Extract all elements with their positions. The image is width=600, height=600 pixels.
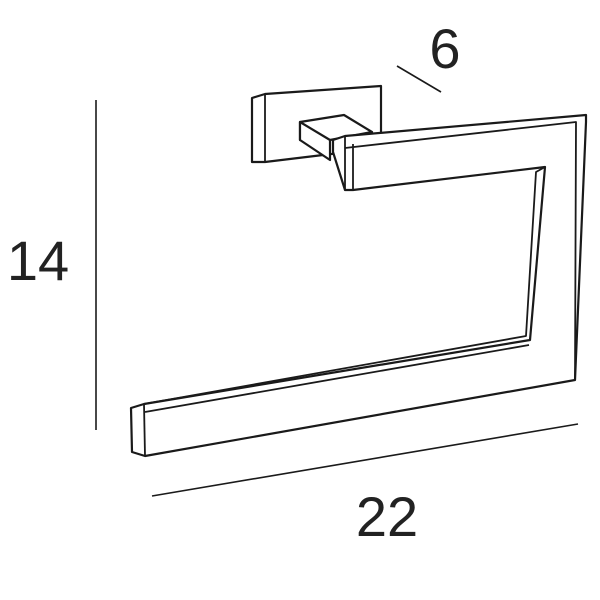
ring-bar-inner-edge bbox=[143, 166, 546, 405]
connector-stem bbox=[298, 113, 374, 162]
width-dimension-line bbox=[151, 423, 579, 497]
ring-bar-bottom-end-edge bbox=[143, 403, 146, 457]
ring-bar-lower-face-edge bbox=[144, 344, 530, 413]
depth-dimension-line bbox=[396, 65, 442, 93]
ring-bar-top-edge bbox=[344, 121, 577, 381]
ring-bar-outline bbox=[129, 113, 588, 458]
stem-side-face bbox=[298, 120, 332, 162]
width-label: 22 bbox=[356, 485, 418, 548]
depth-label: 6 bbox=[429, 17, 460, 80]
height-label: 14 bbox=[7, 229, 69, 292]
towel-ring-bar bbox=[129, 113, 588, 458]
